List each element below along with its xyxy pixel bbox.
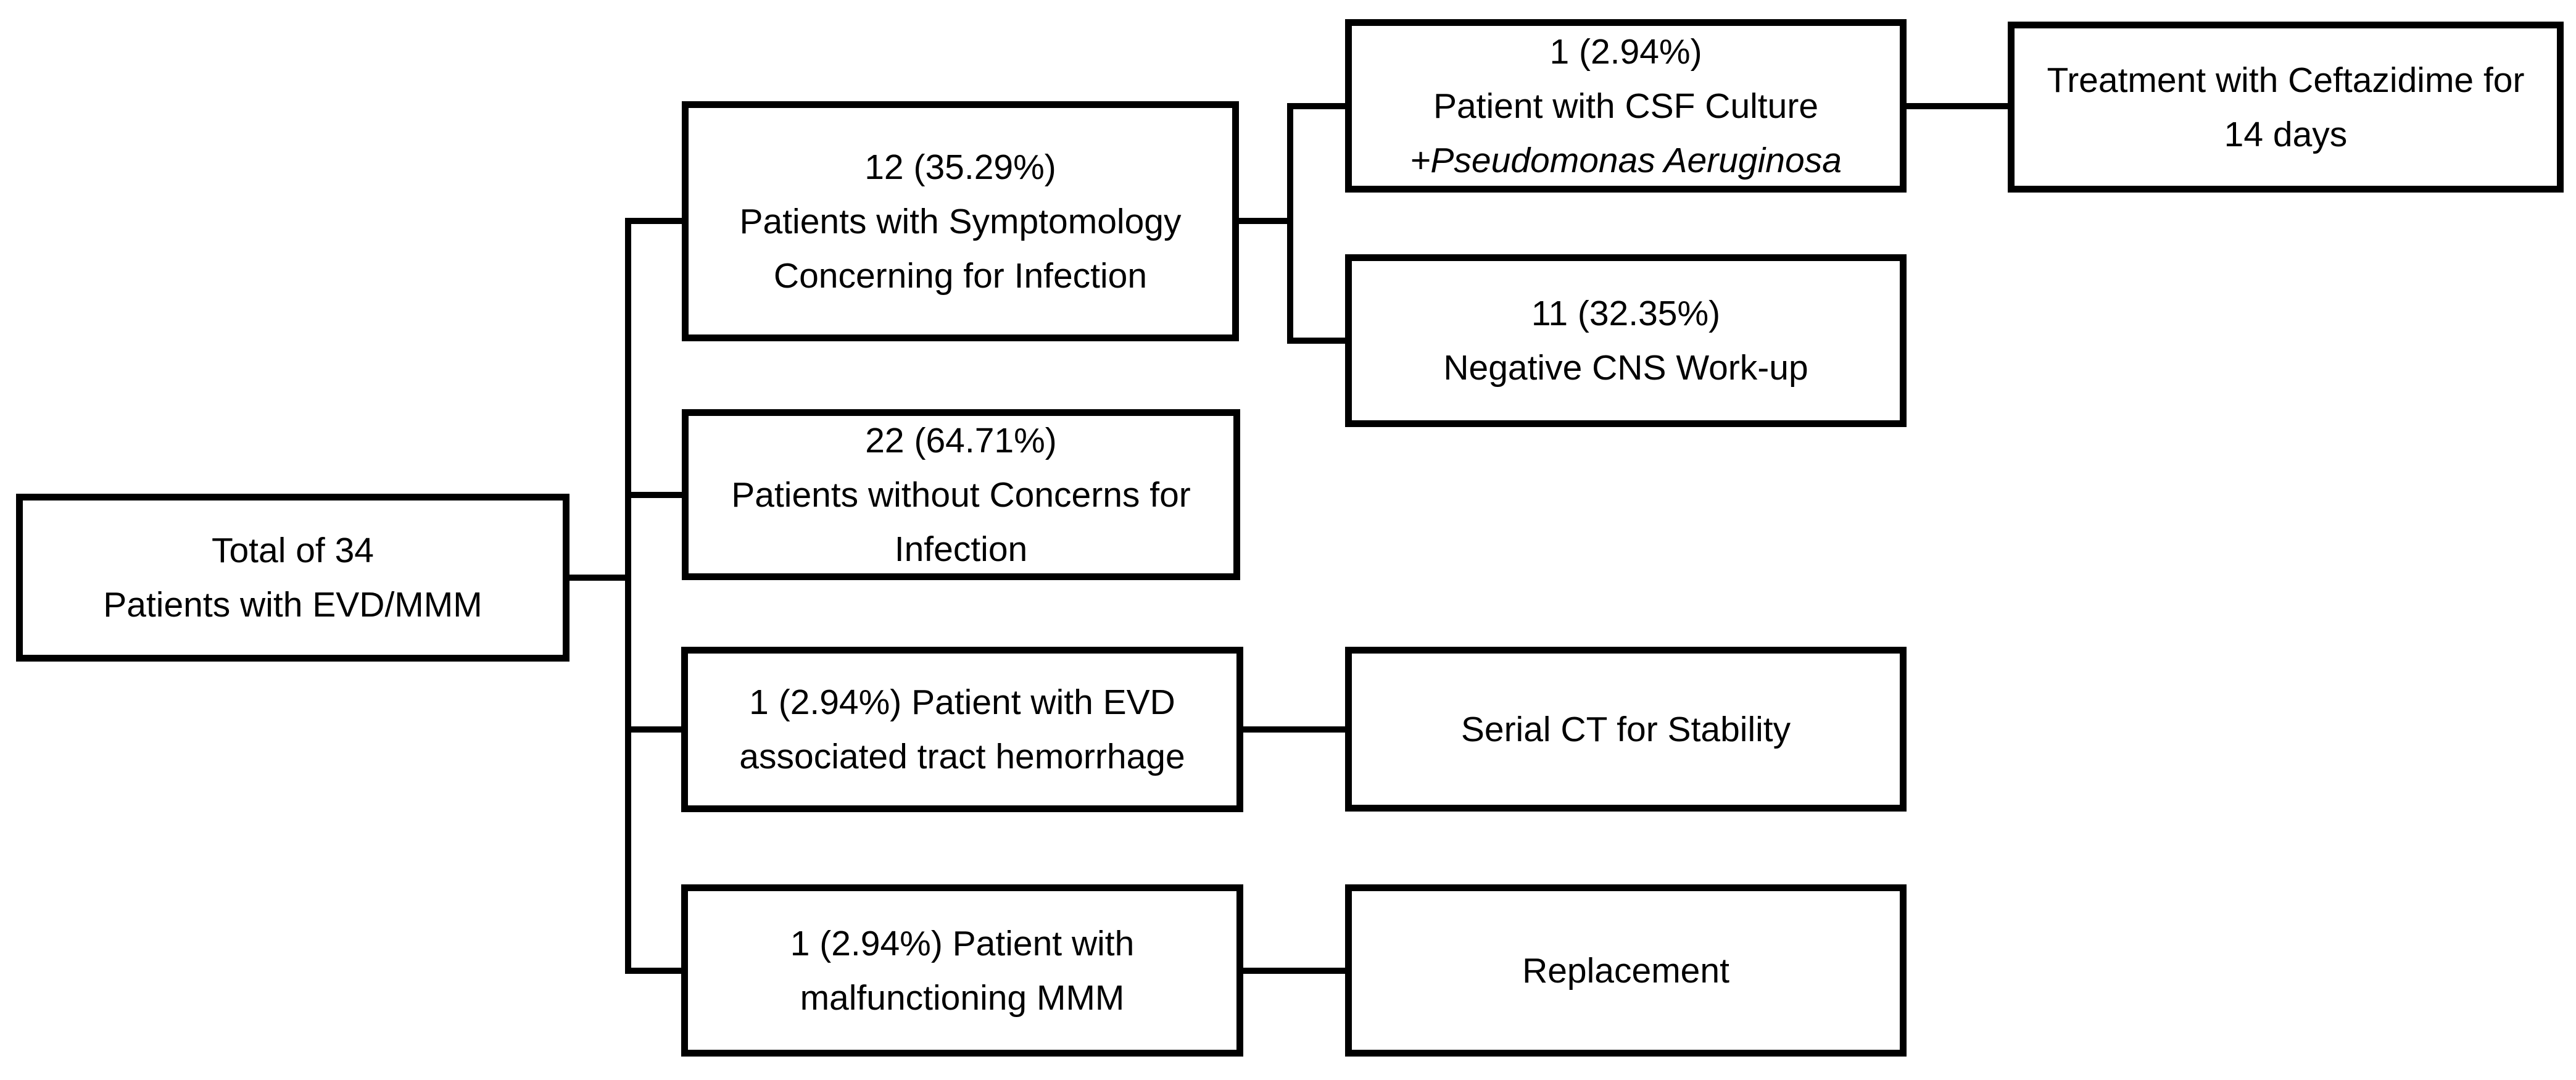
node-text-line: Patients with EVD/MMM [103, 585, 482, 625]
edge-splitter-vertical [1287, 103, 1293, 344]
node-serial-ct-stability: Serial CT for Stability [1345, 647, 1907, 812]
node-text-line: Patients without Concerns for [731, 475, 1191, 515]
edge-malfunction-to-replacement [1243, 968, 1345, 974]
node-negative-cns-workup: 11 (32.35%) Negative CNS Work-up [1345, 254, 1907, 427]
edge-symptomology-to-splitter [1239, 218, 1293, 224]
node-replacement: Replacement [1345, 884, 1907, 1057]
node-text-line: 22 (64.71%) [865, 420, 1057, 460]
node-evd-tract-hemorrhage: 1 (2.94%) Patient with EVD associated tr… [681, 647, 1243, 812]
edge-hemorrhage-to-serial-ct [1243, 726, 1345, 733]
node-text-line: 14 days [2224, 114, 2348, 154]
node-malfunctioning-mmm: 1 (2.94%) Patient with malfunctioning MM… [681, 884, 1243, 1057]
edge-csf-to-treatment [1907, 103, 2008, 109]
node-text-line: Patient with CSF Culture [1433, 86, 1819, 126]
node-text-line: Negative CNS Work-up [1443, 348, 1808, 388]
node-text-line: 1 (2.94%) Patient with [790, 923, 1135, 963]
edge-total-to-trunk [566, 575, 631, 581]
edge-splitter-to-cns [1287, 338, 1345, 344]
edge-branch-malfunction [625, 968, 682, 974]
edge-branch-without-concerns [625, 492, 682, 498]
node-text-line: 1 (2.94%) [1549, 31, 1702, 72]
node-text-line: associated tract hemorrhage [739, 737, 1185, 776]
node-treatment-ceftazidime: Treatment with Ceftazidime for 14 days [2008, 22, 2564, 193]
edge-splitter-to-csf [1287, 103, 1345, 109]
node-text-line: Patients with Symptomology [739, 201, 1182, 241]
node-text-line-italic: +Pseudomonas Aeruginosa [1410, 140, 1842, 180]
node-text-line: Replacement [1522, 950, 1729, 991]
node-text-line: Serial CT for Stability [1460, 709, 1791, 749]
node-text-line: Concerning for Infection [773, 255, 1148, 296]
edge-trunk-vertical [625, 218, 631, 974]
node-text-line: 1 (2.94%) Patient with EVD [749, 683, 1175, 722]
node-text-line: 11 (32.35%) [1531, 294, 1721, 333]
node-without-concerns-infection: 22 (64.71%) Patients without Concerns fo… [682, 409, 1240, 580]
node-csf-culture-pseudomonas: 1 (2.94%) Patient with CSF Culture +Pseu… [1345, 19, 1907, 193]
node-text-line: 12 (35.29%) [864, 147, 1056, 187]
edge-branch-symptomology [625, 218, 682, 224]
node-text-line: malfunctioning MMM [800, 978, 1125, 1018]
edge-branch-hemorrhage [625, 726, 682, 733]
node-text-line: Total of 34 [211, 531, 374, 570]
node-total-patients: Total of 34 Patients with EVD/MMM [16, 494, 569, 662]
node-text-line: Treatment with Ceftazidime for [2047, 60, 2525, 100]
node-text-line: Infection [894, 529, 1028, 569]
node-symptomology-concerning-infection: 12 (35.29%) Patients with Symptomology C… [682, 101, 1239, 341]
